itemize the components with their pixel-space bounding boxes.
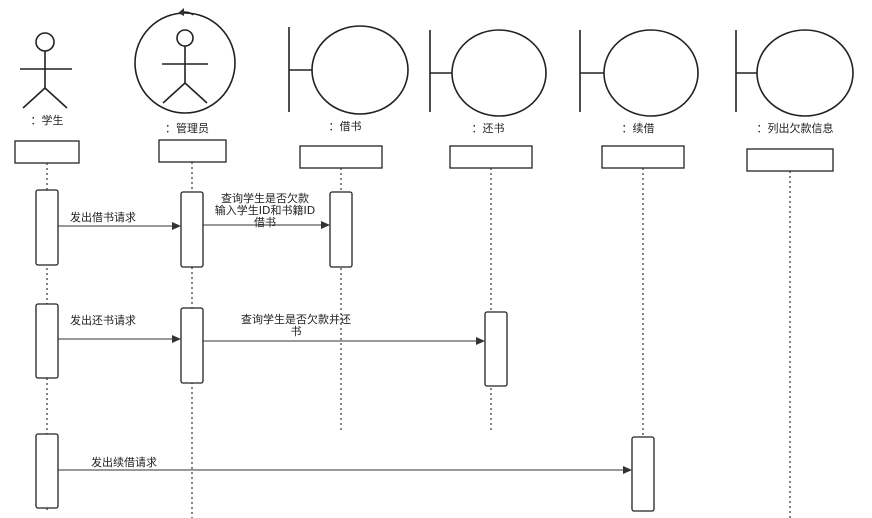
message-arrow xyxy=(203,221,330,229)
admin-control-actor-icon xyxy=(134,8,236,114)
message-label: 发出借书请求 xyxy=(70,210,136,224)
return-boundary-icon xyxy=(429,29,547,117)
student-actor-icon xyxy=(20,32,72,109)
message-arrow xyxy=(203,337,485,345)
participant-head-box xyxy=(601,145,685,169)
participant-label: ：学生 xyxy=(31,113,64,127)
message-label: 发出还书请求 xyxy=(70,313,136,327)
message-arrow xyxy=(58,466,632,474)
participant-head-box xyxy=(746,148,834,172)
message-label: 查询学生是否欠款 xyxy=(221,191,309,205)
message-arrow xyxy=(58,222,181,230)
participant-head-box xyxy=(299,145,383,169)
activation-bar xyxy=(631,436,655,512)
participant-label: ：还书 xyxy=(472,122,505,135)
borrow-boundary-icon xyxy=(288,25,409,115)
message-label: 发出续借请求 xyxy=(91,455,157,469)
activation-bar xyxy=(35,189,59,266)
participant-label: ：列出欠款信息 xyxy=(757,121,834,135)
debt-list-boundary-icon xyxy=(735,29,854,117)
participant-label: ：续借 xyxy=(622,121,655,135)
activation-bar xyxy=(180,307,204,384)
activation-bar xyxy=(484,311,508,387)
activation-bar xyxy=(35,433,59,509)
activation-bar xyxy=(329,191,353,268)
message-label: 书 xyxy=(291,325,302,338)
message-label: 借书 xyxy=(254,216,276,229)
renew-boundary-icon xyxy=(579,29,699,117)
participant-head-box xyxy=(14,140,80,164)
message-arrow xyxy=(58,335,181,343)
participant-label: ：借书 xyxy=(329,120,362,133)
participant-head-box xyxy=(449,145,533,169)
activation-bar xyxy=(35,303,59,379)
activation-bar xyxy=(180,191,204,268)
participant-head-box xyxy=(158,139,227,163)
participant-label: ：管理员 xyxy=(165,121,209,135)
message-label: 输入学生ID和书籍ID xyxy=(215,203,315,217)
message-label: 查询学生是否欠款并还 xyxy=(241,312,351,326)
